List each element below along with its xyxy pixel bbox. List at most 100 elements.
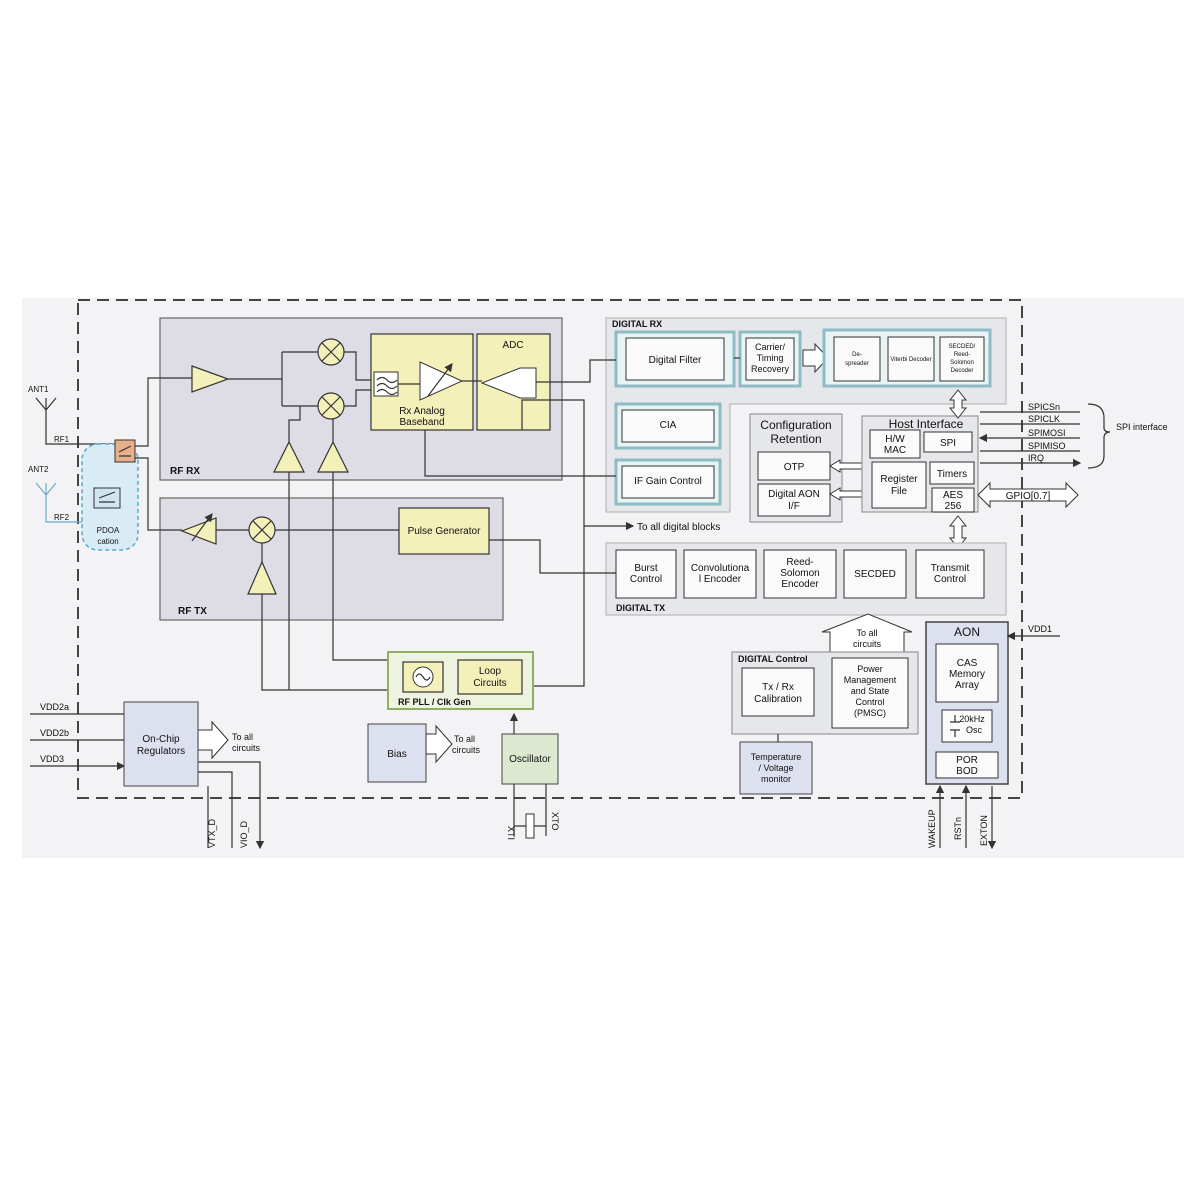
rs-enc-label-2: Solomon [780,568,819,579]
digital-aon-if [757,483,831,517]
config-retention-block: Configuration Retention OTP Digital AON … [749,413,843,523]
gpio-bus-icon [977,481,1079,509]
burst-label: Burst [634,563,658,574]
txrx-label-2: Calibration [754,694,802,705]
pdoa-label-2: cation [97,537,118,546]
pulse-generator [398,507,490,555]
loop-label: Loop [479,666,502,677]
secded-rs-label-2: Reed- [954,352,970,358]
pmsc-label-2: Management [844,675,897,685]
bias-to-all-label: To all [454,734,475,744]
pmsc-label-3: and State [851,686,890,696]
oscillator-block [501,733,559,785]
por-bod [935,751,999,779]
regulators-label: On-Chip [142,734,180,745]
if-gain-label: IF Gain Control [634,476,702,487]
cas-label-3: Array [955,680,979,691]
hw-mac [869,429,921,459]
transmit-label: Transmit [931,563,970,574]
otp-label: OTP [784,462,805,473]
temp-label: Temperature [751,752,802,762]
transmit-label-2: Control [934,574,966,585]
vdd2b-label: VDD2b [40,728,69,738]
rf-pll-block: Loop Circuits RF PLL / Clk Gen [387,651,534,710]
secded-label: SECDED [854,569,896,580]
vga-icon [419,361,464,401]
cas-label: CAS [957,658,978,669]
temp-label-2: / Voltage [758,763,793,773]
digital-tx-block: DIGITAL TX Burst Control Convolutiona l … [605,542,1007,616]
bias-out-arrow-icon [425,724,453,764]
bias-to-all-label-2: circuits [452,745,481,755]
antenna-section: ANT1 ANT2 RF1 RF2 PDOA cation [28,377,160,551]
despreader [833,336,881,382]
bias-label: Bias [387,749,406,760]
aon-label: AON [954,625,980,639]
osc20-label-2: Osc [966,725,983,735]
bus-arrow-up-icon [948,389,968,419]
irq-label: IRQ [1028,453,1044,463]
to-all-circuits-label: To all [856,628,877,638]
secded-rs-label: SECDED/ [949,344,976,350]
rf-rx-label: RF RX [170,466,200,477]
conv-label: Convolutiona [691,563,750,574]
txrx-calibration [741,667,815,717]
host-interface-label: Host Interface [889,417,964,431]
reg-to-all-label: To all [232,732,253,742]
loop-circuits [457,659,523,695]
conv-label-2: l Encoder [699,574,742,585]
pmsc-label-4: Control [855,697,884,707]
config-label-2: Retention [770,432,821,446]
rf-switch [114,439,136,463]
aon-if-label-2: I/F [788,501,800,512]
adc-icon [480,367,537,399]
burst-label-2: Control [630,574,662,585]
to-all-circuits-arrow-icon [821,613,913,655]
spi-pins: SPICSn SPICLK SPIMOSI SPIMISO IRQ SPI in… [980,402,1168,468]
temperature-monitor [739,741,813,795]
reed-solomon-encoder [763,549,837,599]
cas-memory-array [935,643,999,703]
reg-to-all-label-2: circuits [232,743,261,753]
digital-rx-label: DIGITAL RX [612,319,662,329]
despreader-label: De- [852,352,862,358]
host-interface-block: Host Interface H/W MAC SPI Register File… [861,415,979,513]
pdoa-switch [93,487,121,509]
secded-encoder [843,549,907,599]
register-file [871,461,927,509]
vtx-d-label: VTX_D [207,818,217,848]
to-all-digital-label: To all digital blocks [637,522,720,533]
rf-tx-block: RF TX Pulse Generator [159,497,504,621]
vdd1-label: VDD1 [1028,624,1052,634]
oscillator-label: Oscillator [509,754,551,765]
crystal-icon [525,813,535,839]
pmsc-block [831,657,909,729]
vdd2a-label: VDD2a [40,702,69,712]
aes-label: AES [943,490,963,501]
spimiso-label: SPIMISO [1028,441,1066,451]
aes-block [931,487,975,513]
digital-rx-block: DIGITAL RX Digital Filter Carrier/ Timin… [605,317,1007,513]
txrx-label: Tx / Rx [762,682,794,693]
burst-control [615,549,677,599]
pmsc-label-5: (PMSC) [854,708,886,718]
aon-pins: WAKEUP RSTn EXTON [927,784,997,850]
spimosi-label: SPIMOSI [1028,428,1066,438]
config-label: Configuration [760,418,831,432]
digital-control-block: DIGITAL Control Tx / Rx Calibration Powe… [731,651,919,735]
cia-label: CIA [660,420,677,431]
por-label-2: BOD [956,766,978,777]
secded-rs-label-3: Solomon [950,360,974,366]
rs-enc-label-3: Encoder [781,579,819,590]
hw-mac-label: H/W [885,434,905,445]
digital-filter-label: Digital Filter [649,355,702,366]
spicsn-label: SPICSn [1028,402,1060,412]
lna-icon [191,365,230,393]
bias-block [367,723,427,783]
rf-tx-label: RF TX [178,606,207,617]
ant2-label: ANT2 [28,465,49,474]
pdoa-label: PDOA [97,526,120,535]
transmit-control [915,549,985,599]
timers-label: Timers [937,469,967,480]
